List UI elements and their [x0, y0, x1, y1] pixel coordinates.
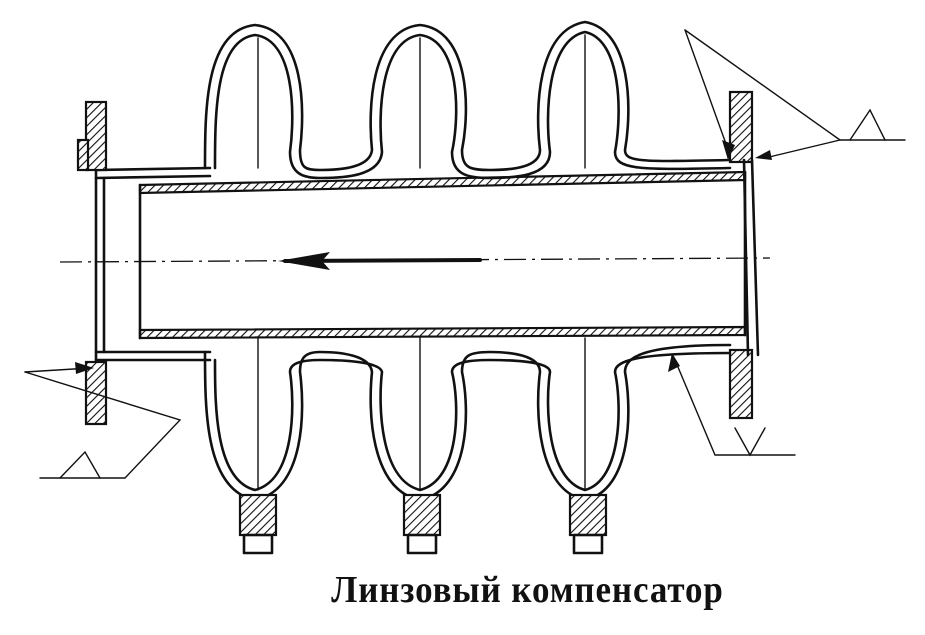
drawing-caption: Линзовый компенсатор: [331, 569, 724, 611]
center-axis: [59, 257, 771, 263]
weld-symbol-icon: [684, 29, 906, 160]
left-flange: [76, 100, 108, 426]
top-lenses: [203, 20, 732, 180]
outer-shell: [94, 166, 212, 362]
flow-arrow-icon: [278, 252, 482, 270]
bottom-lenses: [203, 337, 732, 502]
weld-symbol-icon: [668, 353, 796, 457]
weld-symbol-icon: [24, 362, 182, 479]
inner-pipe: [138, 170, 747, 340]
drain-plugs: [238, 493, 608, 555]
